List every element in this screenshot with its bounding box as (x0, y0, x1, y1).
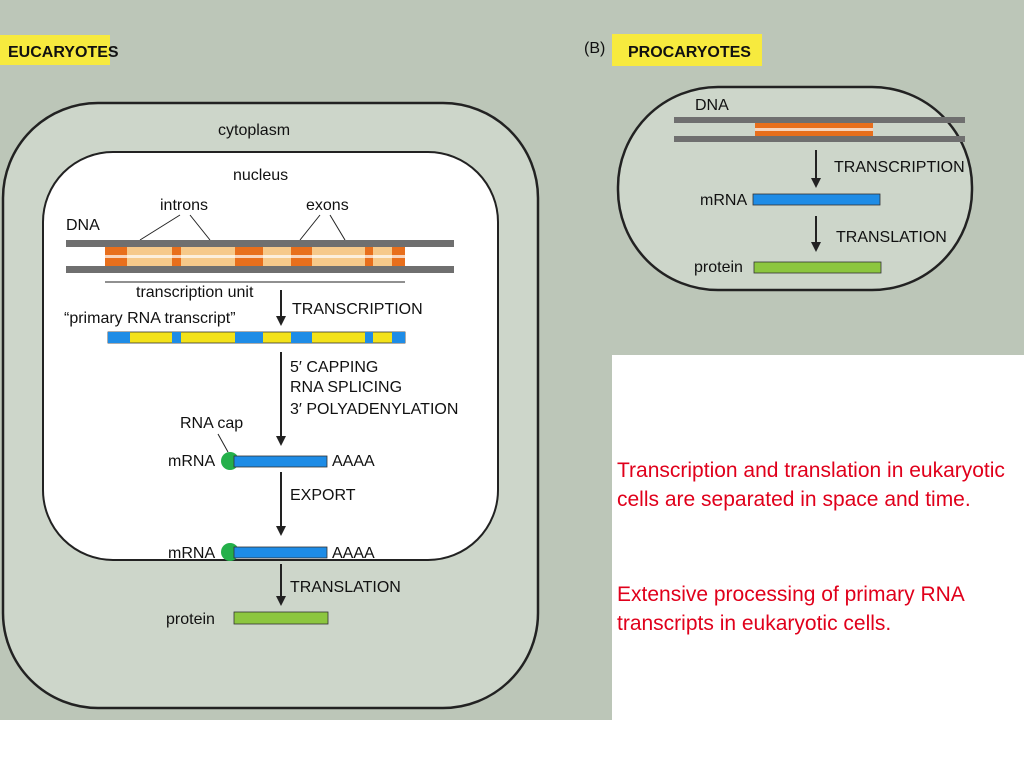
caption-separation: Transcription and translation in eukaryo… (617, 459, 1005, 511)
nucleus-label: nucleus (233, 167, 288, 184)
eukaryotic-translation-arrow (276, 564, 286, 606)
primary-transcript-label: “primary RNA transcript” (64, 310, 236, 327)
splicing-step-label: RNA SPLICING (290, 379, 402, 396)
prokaryotic-translation-arrow (811, 216, 821, 252)
primary-rna-transcript (107, 331, 406, 344)
nucleus (42, 151, 499, 561)
panel-b-label: (B) (584, 40, 605, 57)
processing-arrow (276, 352, 286, 446)
eukaryotic-translation-label: TRANSLATION (290, 579, 401, 596)
eukaryotic-dna (66, 240, 454, 273)
prokaryotes-header: PROCARYOTES (628, 44, 751, 61)
nuclear-poly-a-label: AAAA (332, 453, 375, 470)
prokaryotic-protein-label: protein (694, 259, 743, 276)
exons-label: exons (306, 197, 349, 214)
prokaryotic-translation-label: TRANSLATION (836, 229, 947, 246)
prokaryotes-header-box (612, 34, 762, 66)
nuclear-mrna-label: mRNA (168, 453, 215, 470)
cytoplasmic-mrna-strand (233, 546, 328, 559)
prokaryotic-protein-bar (753, 261, 882, 274)
eukaryotes-header-box (0, 35, 110, 65)
prokaryotic-transcription-label: TRANSCRIPTION (834, 159, 965, 176)
polyadenylation-step-label: 3′ POLYADENYLATION (290, 401, 458, 418)
eukaryote-prokaryote-diagram: EUCARYOTES cytoplasm nucleus introns exo… (0, 0, 1024, 720)
transcription-step-label: TRANSCRIPTION (292, 301, 423, 318)
export-arrow (276, 472, 286, 536)
eukaryotic-protein-bar (233, 611, 329, 625)
rna-cap-label: RNA cap (180, 415, 243, 432)
dna-label: DNA (66, 217, 100, 234)
transcription-unit-label: transcription unit (136, 284, 254, 301)
nuclear-mrna-strand (233, 455, 328, 468)
cytoplasmic-mrna-label: mRNA (168, 545, 215, 562)
eukaryotic-protein-label: protein (166, 611, 215, 628)
cytoplasm-label: cytoplasm (218, 122, 290, 139)
capping-step-label: 5′ CAPPING (290, 359, 378, 376)
prokaryotic-transcription-arrow (811, 150, 821, 188)
lower-right-blank (612, 355, 1024, 720)
prokaryotic-dna-label: DNA (695, 97, 729, 114)
caption-processing: Extensive processing of primary RNA tran… (617, 583, 964, 635)
cytoplasmic-poly-a-label: AAAA (332, 545, 375, 562)
prokaryotic-mrna-strand (752, 193, 881, 206)
export-step-label: EXPORT (290, 487, 356, 504)
rna-cap-pointer (217, 433, 229, 453)
prokaryotic-dna (674, 117, 965, 142)
prokaryotic-mrna-label: mRNA (700, 192, 747, 209)
transcription-arrow (276, 290, 286, 326)
eukaryotes-header: EUCARYOTES (8, 44, 119, 61)
intron-exon-pointers (139, 214, 346, 241)
introns-label: introns (160, 197, 208, 214)
